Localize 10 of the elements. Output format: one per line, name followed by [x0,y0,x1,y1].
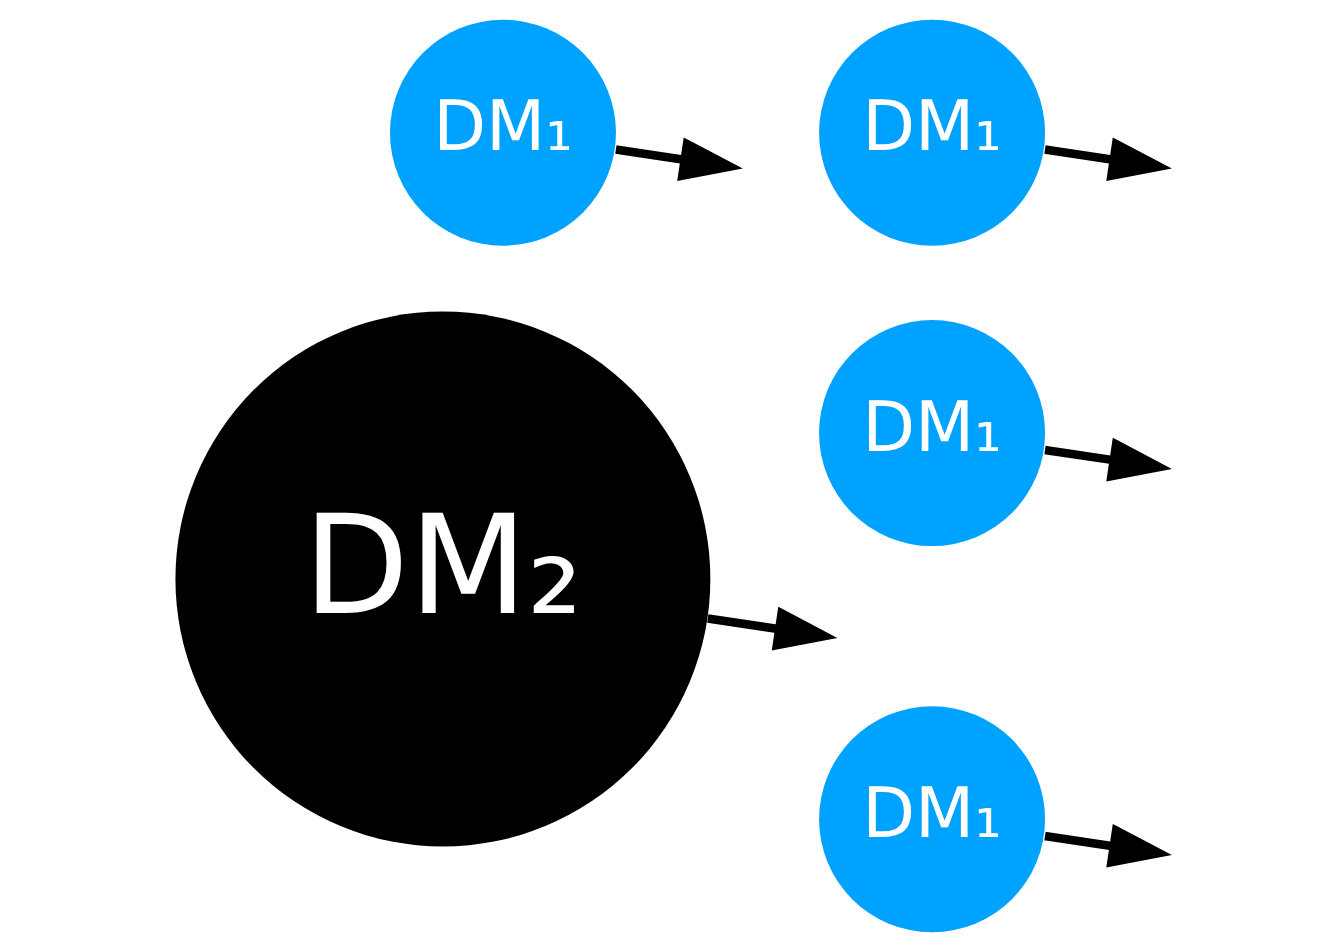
arrow [706,606,837,651]
node-circle: DM₂ [174,311,710,847]
node-circle: DM₁ [818,320,1045,547]
arrow [1043,823,1172,868]
arrow [614,137,743,182]
arrow [1043,137,1172,182]
node-circle: DM₁ [818,706,1045,933]
arrow [1043,437,1172,482]
node-circle: DM₁ [818,19,1045,246]
node-circle: DM₁ [389,19,616,246]
